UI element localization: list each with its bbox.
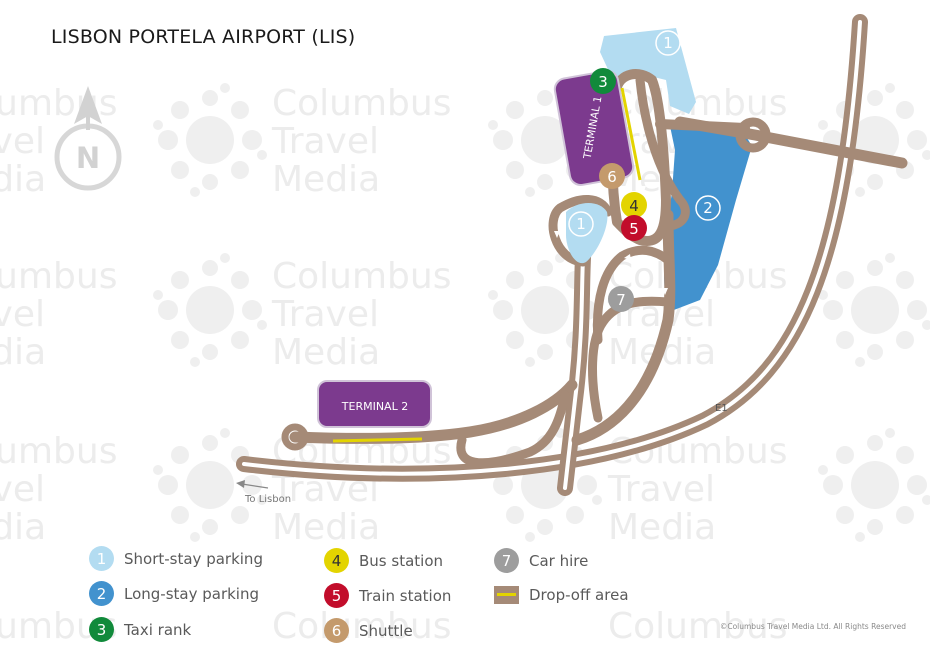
watermark-text: Travel <box>0 294 45 335</box>
car-hire-marker: 7 <box>608 286 634 312</box>
svg-text:3: 3 <box>598 73 608 91</box>
legend-item-long-stay: 2 Long-stay parking <box>89 581 259 606</box>
bus-station-marker: 4 <box>621 192 647 218</box>
shuttle-marker: 6 <box>599 163 625 189</box>
svg-text:4: 4 <box>629 197 639 215</box>
e1-road-label: E1 <box>715 403 728 414</box>
to-lisbon-arrow-icon <box>236 480 269 489</box>
short-stay-parking-area <box>600 28 696 114</box>
legend-item-dropoff: Drop-off area <box>494 586 629 604</box>
direction-arrows <box>554 186 668 295</box>
watermark-text: Media <box>272 332 380 373</box>
legend-label: Shuttle <box>359 621 413 640</box>
dropoff-icon <box>494 586 519 604</box>
short-stay-marker: 1 <box>568 211 594 237</box>
to-lisbon-label: To Lisbon <box>244 494 291 505</box>
legend-item-train: 5 Train station <box>324 583 451 608</box>
copyright-notice: ©Columbus Travel Media Ltd. All Rights R… <box>719 622 906 631</box>
legend-label: Short-stay parking <box>124 549 263 568</box>
watermark-text: Columbus <box>0 83 117 124</box>
watermark-text: Columbus <box>608 83 787 124</box>
svg-text:5: 5 <box>629 220 639 238</box>
svg-text:6: 6 <box>607 168 617 186</box>
terminal-2-building: TERMINAL 2 <box>317 380 432 428</box>
watermark-text: Travel <box>271 294 379 335</box>
watermark-text: Travel <box>0 469 45 510</box>
train-station-marker: 5 <box>621 215 647 241</box>
watermark-text: Columbus <box>0 431 117 472</box>
watermark-text: Media <box>0 332 46 373</box>
train-icon: 5 <box>324 583 349 608</box>
legend-item-bus: 4 Bus station <box>324 548 443 573</box>
legend-item-taxi: 3 Taxi rank <box>89 617 191 642</box>
dropoff-area-t2 <box>332 437 423 443</box>
watermark-text: Columbus <box>272 256 451 297</box>
legend-item-shuttle: 6 Shuttle <box>324 618 413 643</box>
watermark-text: Media <box>0 159 46 200</box>
legend-label: Bus station <box>359 551 444 570</box>
watermark-text: Columbus <box>272 83 451 124</box>
legend-item-short-stay: 1 Short-stay parking <box>89 546 263 571</box>
shuttle-icon: 6 <box>324 618 349 643</box>
page-title: LISBON PORTELA AIRPORT (LIS) <box>51 26 356 48</box>
watermark-text: Columbus <box>0 256 117 297</box>
svg-text:2: 2 <box>703 199 713 217</box>
long-stay-marker: 2 <box>695 195 721 221</box>
watermark-text: Travel <box>0 121 45 162</box>
legend-label: Drop-off area <box>529 586 629 604</box>
watermark-text: Media <box>0 507 46 548</box>
terminal-2-label: TERMINAL 2 <box>341 400 408 413</box>
legend-label: Train station <box>359 586 452 605</box>
legend-item-car-hire: 7 Car hire <box>494 548 588 573</box>
watermark-text: Media <box>272 159 380 200</box>
legend-label: Car hire <box>529 551 589 570</box>
bus-icon: 4 <box>324 548 349 573</box>
short-stay-parking-area <box>566 203 608 264</box>
watermark-text: Travel <box>271 121 379 162</box>
taxi-icon: 3 <box>89 617 114 642</box>
svg-text:7: 7 <box>616 291 626 309</box>
dropoff-area-t1 <box>620 87 642 181</box>
watermark-text: Media <box>608 507 716 548</box>
svg-text:1: 1 <box>576 215 586 233</box>
short-stay-marker: 1 <box>655 30 681 56</box>
legend-label: Taxi rank <box>124 620 192 639</box>
compass-letter: N <box>76 141 100 175</box>
watermark-text: Columbus <box>608 606 787 647</box>
map-markers: 1 1 2 3 6 4 5 7 <box>568 30 721 312</box>
taxi-rank-marker: 3 <box>590 68 616 94</box>
watermark-text: Media <box>272 507 380 548</box>
north-arrow-icon: N <box>54 86 122 191</box>
watermark-text: Columbus <box>272 606 451 647</box>
car-hire-icon: 7 <box>494 548 519 573</box>
short-stay-icon: 1 <box>89 546 114 571</box>
long-stay-icon: 2 <box>89 581 114 606</box>
legend-label: Long-stay parking <box>124 584 260 603</box>
svg-text:1: 1 <box>663 34 673 52</box>
terminal-1-building: TERMINAL 1 <box>553 70 635 186</box>
watermark-text: Travel <box>607 469 715 510</box>
